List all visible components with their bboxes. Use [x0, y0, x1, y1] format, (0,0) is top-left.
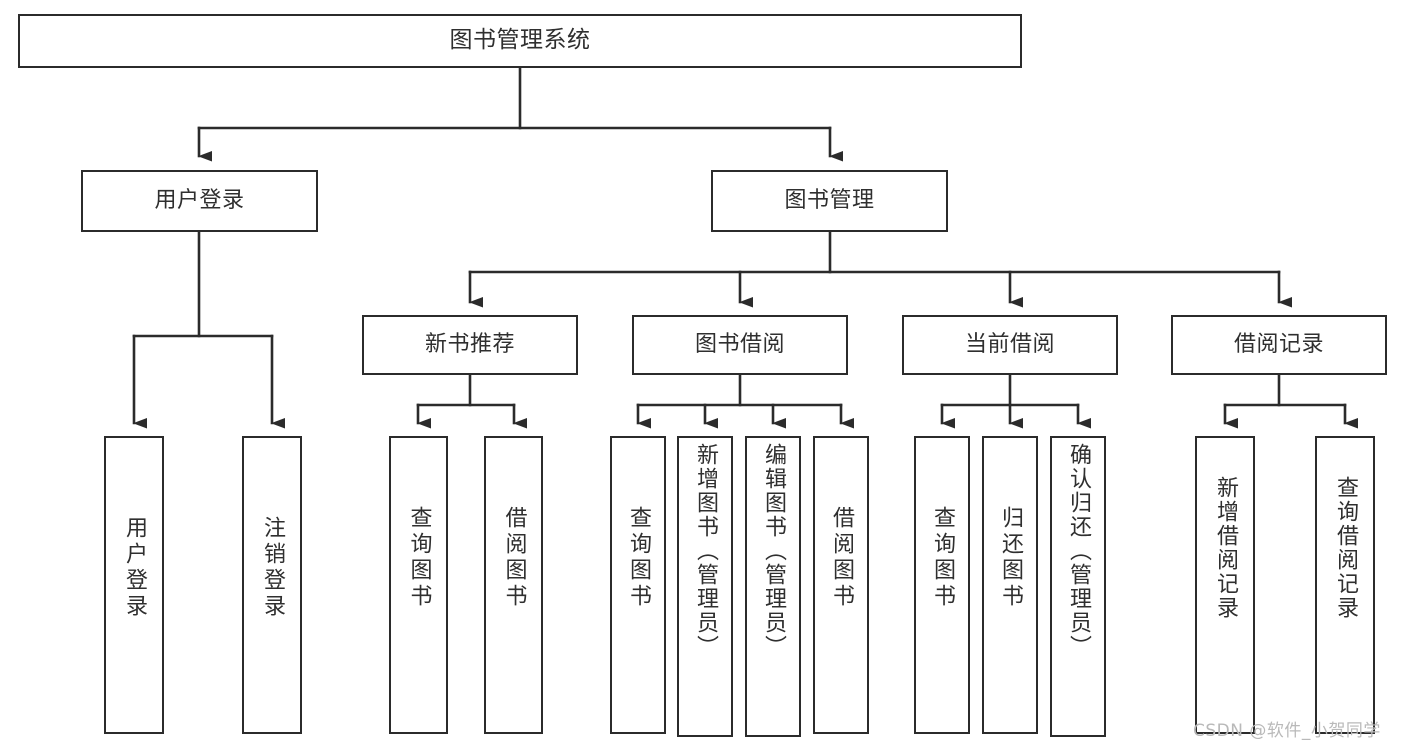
- node-borrow-records-label: 借阅记录: [1233, 331, 1324, 357]
- leaf-query-book-newbooks-label: 查询图书: [406, 506, 432, 610]
- node-new-book-recommend[interactable]: 新书推荐: [362, 315, 578, 375]
- leaf-borrow-book-newbooks-label: 借阅图书: [501, 506, 527, 610]
- leaf-confirm-return-admin-label: 确认归还（管理员）: [1066, 443, 1091, 659]
- leaf-add-book-admin[interactable]: 新增图书（管理员）: [677, 436, 733, 737]
- leaf-borrow-book-borrow-label: 借阅图书: [829, 506, 854, 610]
- leaf-query-book-newbooks[interactable]: 查询图书: [389, 436, 448, 734]
- leaf-add-book-admin-label: 新增图书（管理员）: [693, 443, 718, 659]
- leaf-borrow-book-borrow[interactable]: 借阅图书: [813, 436, 869, 734]
- leaf-query-book-borrow-label: 查询图书: [626, 506, 651, 610]
- node-current-borrow-label: 当前借阅: [964, 331, 1055, 357]
- leaf-user-login-label: 用户登录: [122, 516, 147, 620]
- leaf-query-book-current-label: 查询图书: [930, 506, 955, 610]
- leaf-return-book[interactable]: 归还图书: [982, 436, 1038, 734]
- leaf-logout-label: 注销登录: [260, 516, 285, 620]
- node-borrow-records[interactable]: 借阅记录: [1171, 315, 1387, 375]
- node-user-login-label: 用户登录: [154, 187, 245, 213]
- leaf-edit-book-admin-label: 编辑图书（管理员）: [761, 443, 786, 659]
- node-current-borrow[interactable]: 当前借阅: [902, 315, 1118, 375]
- leaf-user-login[interactable]: 用户登录: [104, 436, 164, 734]
- csdn-watermark-text: CSDN @软件_小贺同学: [1193, 721, 1381, 741]
- leaf-confirm-return-admin[interactable]: 确认归还（管理员）: [1050, 436, 1106, 737]
- leaf-logout[interactable]: 注销登录: [242, 436, 302, 734]
- node-root-label: 图书管理系统: [449, 27, 591, 54]
- leaf-borrow-book-newbooks[interactable]: 借阅图书: [484, 436, 543, 734]
- node-book-borrow-label: 图书借阅: [694, 331, 785, 357]
- node-book-management[interactable]: 图书管理: [711, 170, 948, 232]
- leaf-add-borrow-record-label: 新增借阅记录: [1213, 476, 1238, 620]
- leaf-add-borrow-record[interactable]: 新增借阅记录: [1195, 436, 1255, 734]
- csdn-watermark: CSDN @软件_小贺同学: [1193, 716, 1381, 741]
- leaf-query-borrow-record[interactable]: 查询借阅记录: [1315, 436, 1375, 734]
- node-user-login[interactable]: 用户登录: [81, 170, 318, 232]
- node-book-borrow[interactable]: 图书借阅: [632, 315, 848, 375]
- node-root[interactable]: 图书管理系统: [18, 14, 1022, 68]
- leaf-edit-book-admin[interactable]: 编辑图书（管理员）: [745, 436, 801, 737]
- leaf-query-borrow-record-label: 查询借阅记录: [1333, 476, 1358, 620]
- node-new-book-recommend-label: 新书推荐: [424, 331, 515, 357]
- leaf-return-book-label: 归还图书: [998, 506, 1023, 610]
- leaf-query-book-borrow[interactable]: 查询图书: [610, 436, 666, 734]
- node-book-management-label: 图书管理: [784, 187, 875, 213]
- leaf-query-book-current[interactable]: 查询图书: [914, 436, 970, 734]
